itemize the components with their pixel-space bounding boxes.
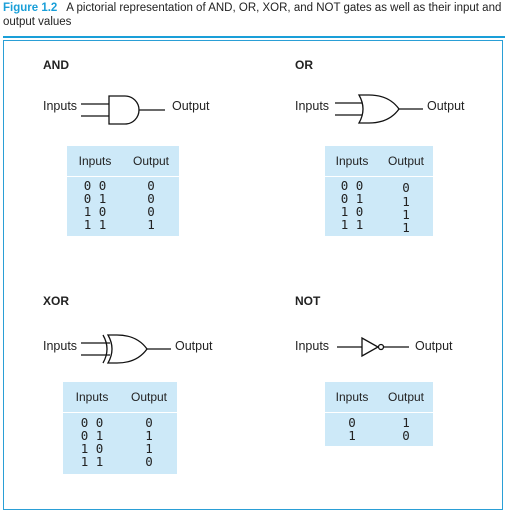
or-input-label: Inputs xyxy=(295,99,330,113)
xor-output-label: Output xyxy=(175,339,213,353)
not-inputs-header: Inputs xyxy=(335,390,369,404)
or-output-header: Output xyxy=(387,154,425,168)
and-title: AND xyxy=(43,58,69,72)
and-output-header: Output xyxy=(132,154,170,168)
not-row-1-inputs: 0 xyxy=(348,415,356,430)
and-row-1-output: 0 xyxy=(147,178,155,193)
or-output-label: Output xyxy=(427,99,465,113)
not-output-header: Output xyxy=(387,390,425,404)
and-row-3-inputs: 1 0 xyxy=(83,204,107,219)
and-panel: AND Inputs Output Inputs Output 0 0 0 0 … xyxy=(43,58,283,283)
not-input-label: Inputs xyxy=(295,339,330,353)
or-row-2-output: 1 xyxy=(402,194,410,209)
not-gate-symbol xyxy=(337,336,409,358)
xor-row-1-output: 0 xyxy=(145,415,153,430)
not-panel: NOT Inputs Output Inputs Output 0 1 1 0 xyxy=(295,294,508,519)
and-row-2-output: 0 xyxy=(147,191,155,206)
not-row-1-output: 1 xyxy=(402,415,410,430)
figure-caption: Figure 1.2 A pictorial representation of… xyxy=(3,2,503,29)
or-row-3-output: 1 xyxy=(402,207,410,222)
or-inputs-header: Inputs xyxy=(335,154,369,168)
xor-row-3-inputs: 1 0 xyxy=(80,441,104,456)
xor-gate-symbol xyxy=(81,334,171,364)
xor-row-4-inputs: 1 1 xyxy=(80,454,104,469)
and-row-3-output: 0 xyxy=(147,204,155,219)
xor-input-label: Inputs xyxy=(43,339,78,353)
xor-panel: XOR Inputs Output Inputs Output 0 0 0 0 … xyxy=(43,294,283,519)
not-row-2-inputs: 1 xyxy=(348,428,356,443)
and-output-label: Output xyxy=(172,99,210,113)
or-gate-symbol xyxy=(335,94,423,124)
xor-row-4-output: 0 xyxy=(145,454,153,469)
or-title: OR xyxy=(295,58,313,72)
and-truth-table: Inputs Output 0 0 0 0 1 0 1 0 0 1 1 1 xyxy=(67,146,179,236)
and-row-4-output: 1 xyxy=(147,217,155,232)
xor-row-3-output: 1 xyxy=(145,441,153,456)
and-input-label: Inputs xyxy=(43,99,78,113)
xor-truth-table: Inputs Output 0 0 0 0 1 1 1 0 1 1 1 0 xyxy=(63,382,177,474)
not-output-label: Output xyxy=(415,339,453,353)
or-row-4-output: 1 xyxy=(402,220,410,235)
and-inputs-header: Inputs xyxy=(78,154,112,168)
or-row-1-inputs: 0 0 xyxy=(340,178,364,193)
figure-caption-text: A pictorial representation of AND, OR, X… xyxy=(3,2,502,28)
xor-row-2-output: 1 xyxy=(145,428,153,443)
xor-inputs-header: Inputs xyxy=(75,390,109,404)
figure-label: Figure 1.2 xyxy=(3,2,58,14)
xor-row-2-inputs: 0 1 xyxy=(80,428,104,443)
or-row-4-inputs: 1 1 xyxy=(340,217,364,232)
not-title: NOT xyxy=(295,294,321,308)
and-row-4-inputs: 1 1 xyxy=(83,217,107,232)
caption-rule xyxy=(3,36,505,38)
figure-frame xyxy=(3,40,503,510)
or-row-1-output: 0 xyxy=(402,180,410,195)
or-row-2-inputs: 0 1 xyxy=(340,191,364,206)
not-row-2-output: 0 xyxy=(402,428,410,443)
or-row-3-inputs: 1 0 xyxy=(340,204,364,219)
or-panel: OR Inputs Output Inputs Output 0 0 0 0 1… xyxy=(295,58,508,283)
and-gate-symbol xyxy=(81,95,165,125)
xor-title: XOR xyxy=(43,294,70,308)
and-row-2-inputs: 0 1 xyxy=(83,191,107,206)
and-row-1-inputs: 0 0 xyxy=(83,178,107,193)
xor-row-1-inputs: 0 0 xyxy=(80,415,104,430)
not-truth-table: Inputs Output 0 1 1 0 xyxy=(325,382,433,446)
xor-output-header: Output xyxy=(130,390,168,404)
or-truth-table: Inputs Output 0 0 0 0 1 1 1 0 1 1 1 1 xyxy=(325,146,433,236)
